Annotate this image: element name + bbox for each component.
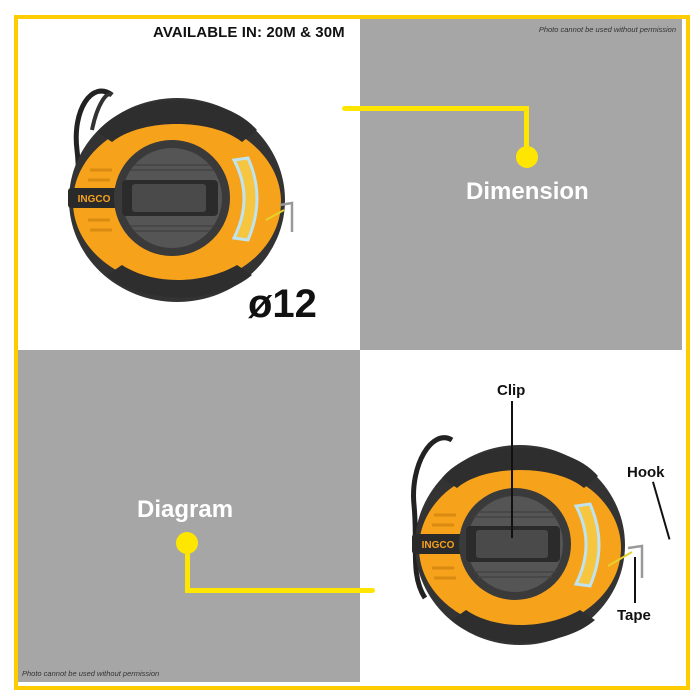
permission-watermark-top: Photo cannot be used without permission [538, 25, 676, 34]
measuring-tape-image-top: INGCO [68, 88, 294, 302]
ingco-logo-badge [68, 188, 120, 208]
dimension-label: Dimension [466, 178, 589, 205]
diagram-connector-dot [176, 532, 198, 554]
panel-dimension-label [360, 19, 682, 350]
callout-clip-line [511, 401, 513, 538]
svg-text:INGCO: INGCO [422, 540, 455, 551]
dimension-connector-dot [516, 146, 538, 168]
diagram-connector-horizontal [185, 588, 375, 593]
dimension-connector-horizontal [342, 106, 528, 111]
availability-heading: AVAILABLE IN: 20M & 30M [153, 24, 345, 41]
callout-tape: Tape [617, 607, 651, 624]
diagram-connector-vertical [185, 545, 190, 593]
diagram-label: Diagram [137, 496, 234, 523]
callout-clip: Clip [497, 382, 526, 399]
dimension-connector-vertical [524, 106, 529, 156]
yellow-frame [14, 15, 690, 690]
svg-text:INGCO: INGCO [78, 194, 111, 205]
callout-tape-line [634, 557, 636, 603]
panel-diagram-label [18, 350, 360, 682]
measuring-tape-image-bottom: INGCO [411, 435, 644, 645]
diameter-value: ø12 [248, 282, 317, 326]
callout-hook: Hook [627, 464, 665, 481]
permission-watermark-bottom: Photo cannot be used without permission [22, 669, 160, 678]
